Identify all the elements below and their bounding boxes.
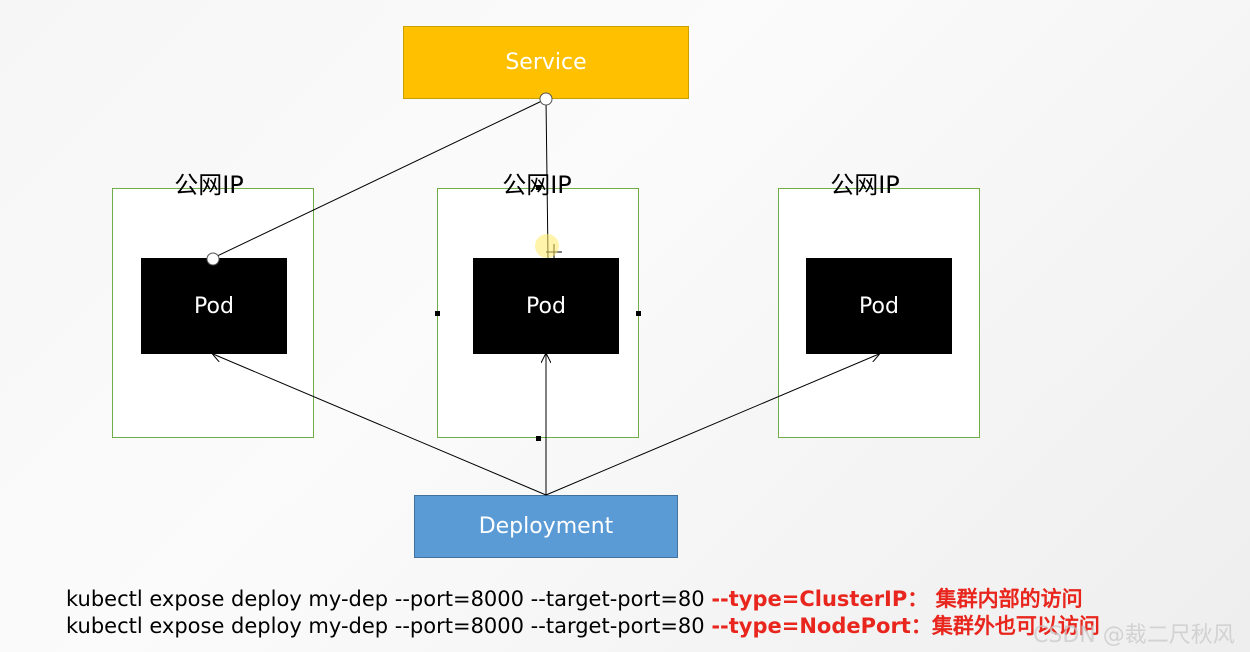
selection-handle-left[interactable] <box>435 311 440 316</box>
pod-3[interactable]: Pod <box>806 258 952 354</box>
node-1-ip-label: 公网IP <box>174 171 244 199</box>
command-line-2: kubectl expose deploy my-dep --port=8000… <box>66 610 1100 640</box>
deployment-box[interactable]: Deployment <box>414 495 678 558</box>
watermark: CSDN @裁二尺秋风 <box>1033 623 1235 648</box>
selection-handle-top[interactable] <box>536 185 541 190</box>
selection-handle-right[interactable] <box>636 311 641 316</box>
service-connector-handle <box>539 92 553 106</box>
command-2-base: kubectl expose deploy my-dep --port=8000… <box>66 614 705 638</box>
service-box[interactable]: Service <box>403 26 689 99</box>
command-1-base: kubectl expose deploy my-dep --port=8000… <box>66 587 705 611</box>
selection-handle-bottom[interactable] <box>536 436 541 441</box>
pod-2[interactable]: Pod <box>473 258 619 354</box>
command-line-1: kubectl expose deploy my-dep --port=8000… <box>66 583 1083 613</box>
pod-1[interactable]: Pod <box>141 258 287 354</box>
pod1-connector-handle <box>206 252 220 266</box>
deployment-to-pod1-arrow <box>213 354 547 496</box>
command-1-flag: --type=ClusterIP： 集群内部的访问 <box>711 587 1083 611</box>
deployment-to-pod3-arrow <box>545 354 879 496</box>
command-2-flag: --type=NodePort：集群外也可以访问 <box>711 614 1100 638</box>
cursor-highlight <box>535 234 559 258</box>
service-to-pod1-line <box>212 98 547 259</box>
node-3-ip-label: 公网IP <box>830 171 900 199</box>
service-to-pod2-line <box>545 98 549 259</box>
